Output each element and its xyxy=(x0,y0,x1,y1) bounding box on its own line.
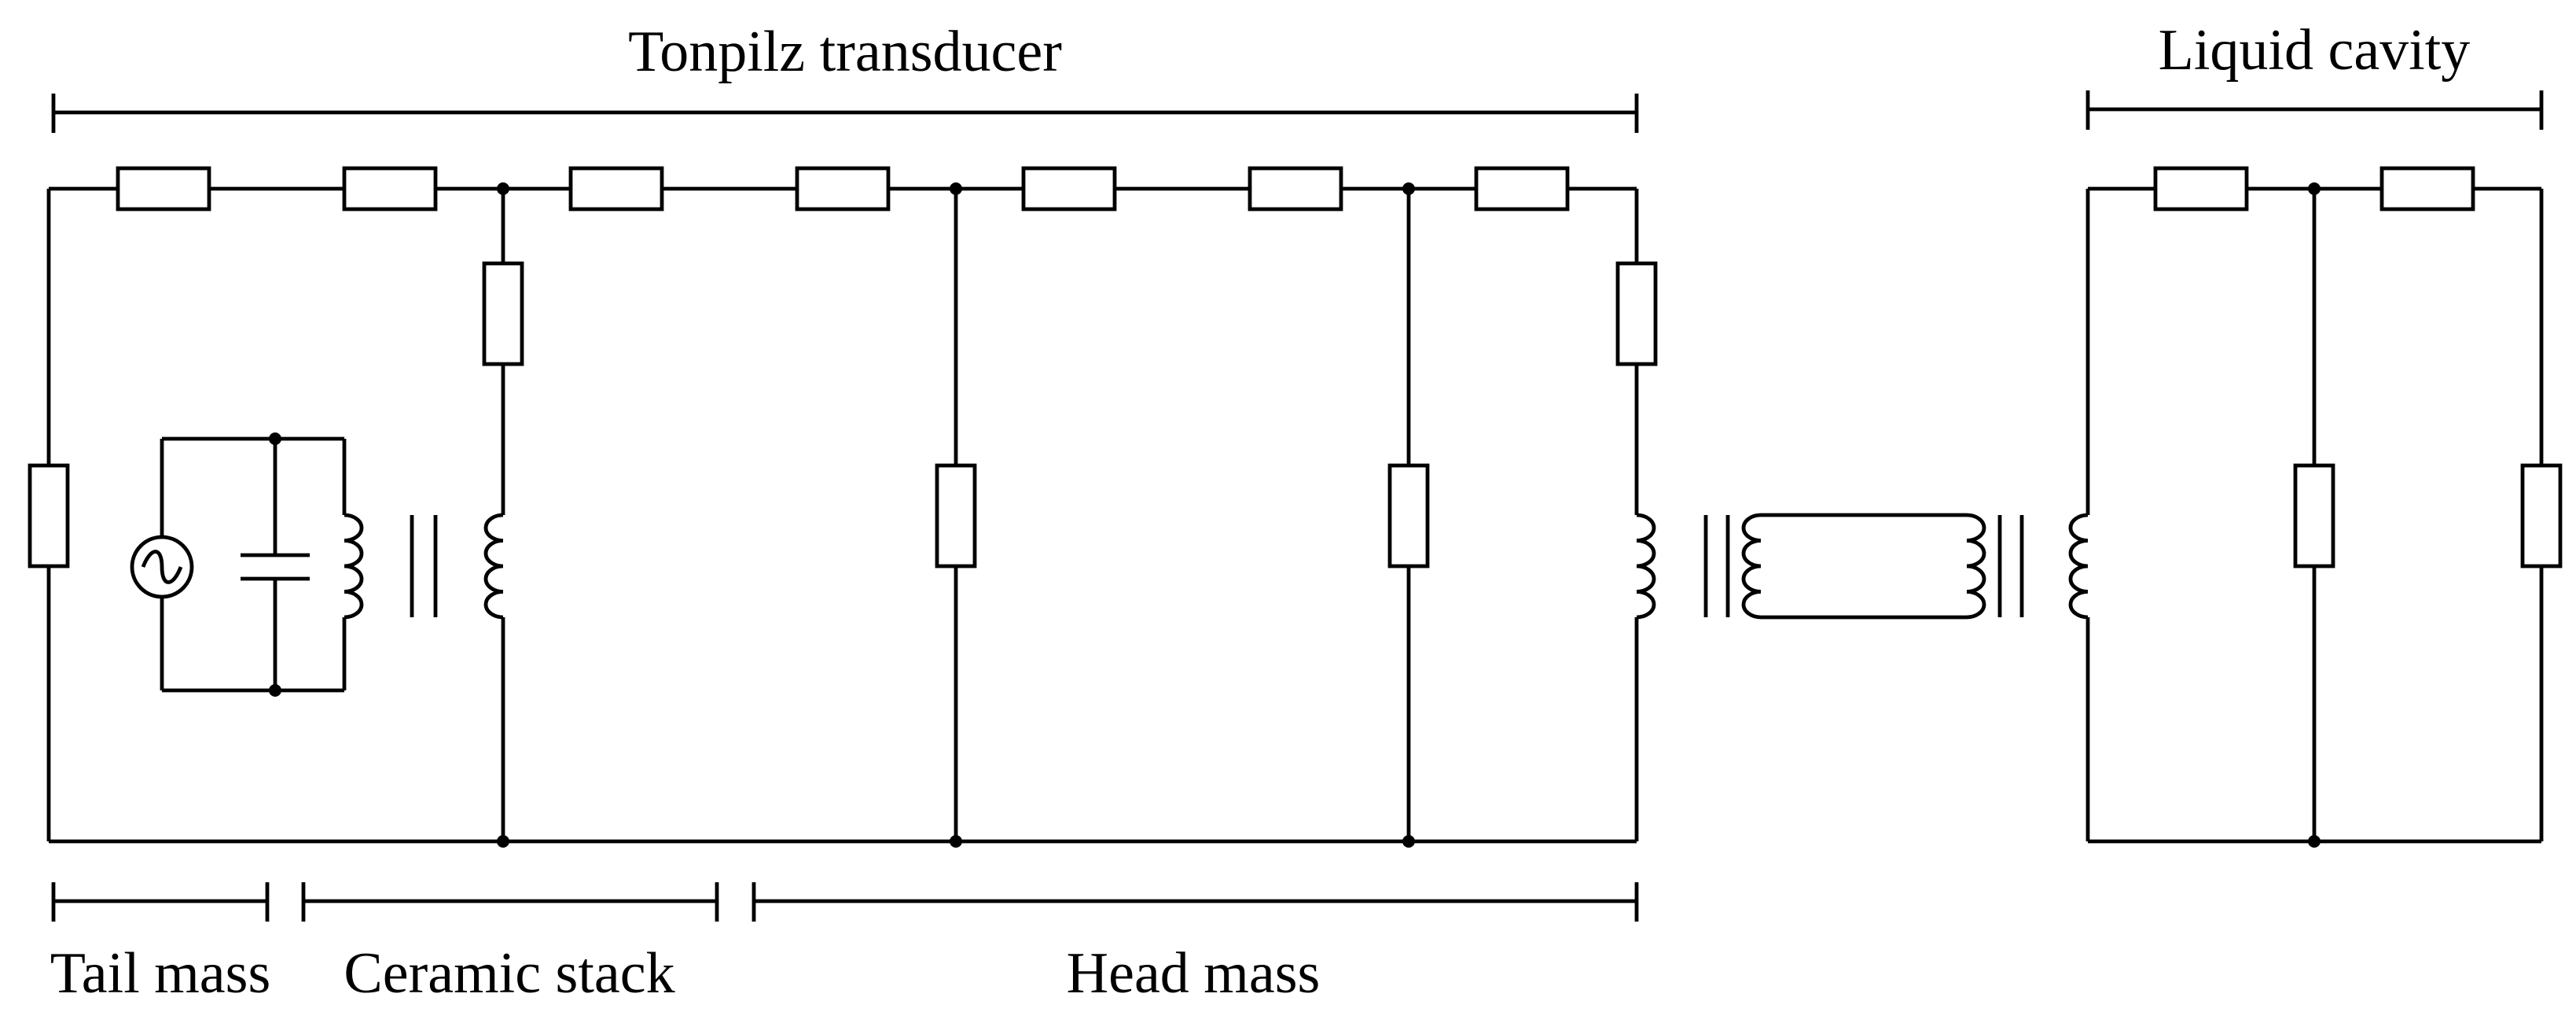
liquid-cavity-label: Liquid cavity xyxy=(2159,18,2471,83)
cavity-shunt-resistor-2 xyxy=(2520,463,2563,569)
transformer-core-icon xyxy=(410,515,438,617)
capacitor-icon xyxy=(241,553,310,581)
coupling-loop-wire xyxy=(1761,513,1967,620)
ac-voltage-source-icon xyxy=(130,535,194,599)
head-shunt-resistor-2 xyxy=(1387,463,1430,569)
series-resistor-2 xyxy=(342,166,438,212)
secondary-coil-icon xyxy=(483,513,504,620)
tonpilz-transducer-bracket xyxy=(51,94,1639,133)
ceramic-stack-bracket xyxy=(301,882,719,922)
output-series-resistor xyxy=(1615,261,1658,366)
ceramic-stack-label: Ceramic stack xyxy=(344,941,674,1006)
junction-dot xyxy=(950,835,962,848)
coupling-coil-left-icon xyxy=(1741,513,1762,620)
junction-dot xyxy=(497,835,509,848)
tonpilz-transducer-label: Tonpilz transducer xyxy=(628,20,1062,84)
series-resistor-3 xyxy=(568,166,664,212)
cavity-input-coil-icon xyxy=(2068,513,2089,620)
head-mass-label: Head mass xyxy=(1067,941,1321,1006)
junction-dot xyxy=(1402,835,1415,848)
source-loop-wire xyxy=(160,436,347,693)
series-resistor-4 xyxy=(795,166,891,212)
primary-coil-icon xyxy=(344,513,364,620)
series-resistor-1 xyxy=(116,166,211,212)
coupling-coil-right-icon xyxy=(1966,513,1986,620)
junction-dot xyxy=(497,182,509,195)
output-coil-icon xyxy=(1636,513,1656,620)
junction-dot xyxy=(269,432,281,445)
liquid-cavity-bracket xyxy=(2085,90,2544,130)
series-resistor-5 xyxy=(1021,166,1117,212)
tail-mass-label: Tail mass xyxy=(50,941,271,1006)
stack-shunt-resistor xyxy=(482,261,524,366)
cavity-series-resistor-2 xyxy=(2379,166,2475,212)
junction-dot xyxy=(2308,835,2321,848)
junction-dot xyxy=(2308,182,2321,195)
transformer-core-icon xyxy=(1997,515,2024,617)
cavity-series-resistor-1 xyxy=(2153,166,2249,212)
tail-shunt-resistor xyxy=(28,463,70,569)
series-resistor-6 xyxy=(1248,166,1343,212)
head-mass-bracket xyxy=(751,882,1639,922)
transformer-core-icon xyxy=(1703,515,1730,617)
series-resistor-7 xyxy=(1474,166,1570,212)
head-shunt-resistor-1 xyxy=(935,463,977,569)
cavity-shunt-resistor-1 xyxy=(2293,463,2335,569)
junction-dot xyxy=(1402,182,1415,195)
tail-mass-bracket xyxy=(51,882,270,922)
junction-dot xyxy=(269,684,281,697)
junction-dot xyxy=(950,182,962,195)
